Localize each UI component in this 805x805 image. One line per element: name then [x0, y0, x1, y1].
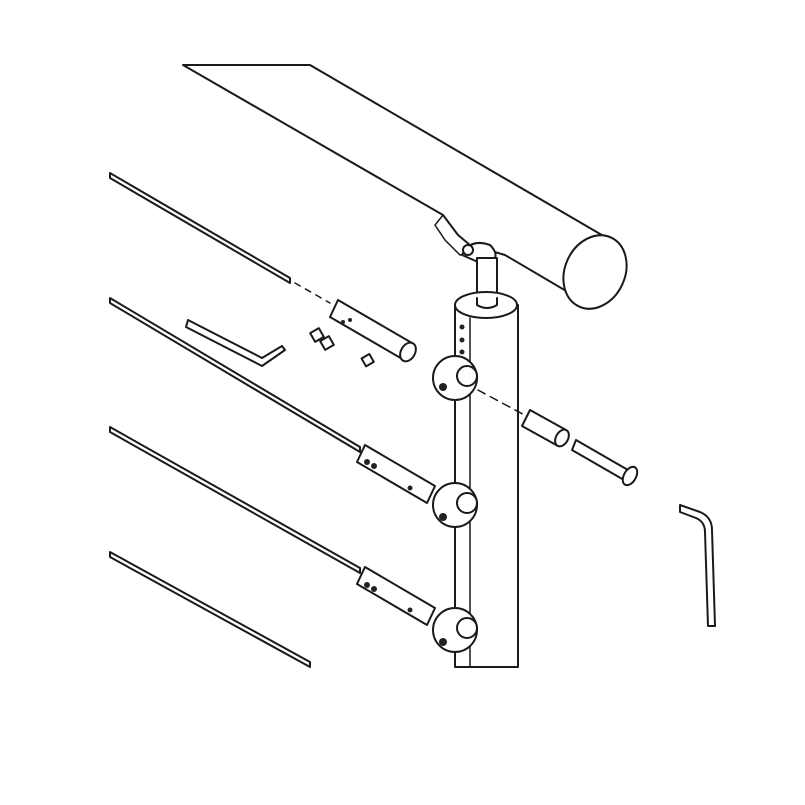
- allen-key-large: [679, 504, 716, 627]
- cable-knob-fitting: [432, 482, 478, 528]
- set-screws: [309, 327, 375, 368]
- cable-tensioner: [329, 299, 417, 363]
- cable-tensioner: [356, 444, 436, 504]
- alignment-line: [294, 282, 331, 304]
- alignment-line: [477, 389, 531, 419]
- cables: [109, 172, 361, 668]
- handrail: [182, 64, 628, 310]
- bolt: [571, 439, 639, 487]
- sleeve: [521, 409, 570, 448]
- cable-knob-fitting: [432, 607, 478, 653]
- cable-knob-fitting: [432, 355, 478, 401]
- cable-tensioner: [356, 566, 436, 626]
- allen-key-small: [185, 319, 286, 367]
